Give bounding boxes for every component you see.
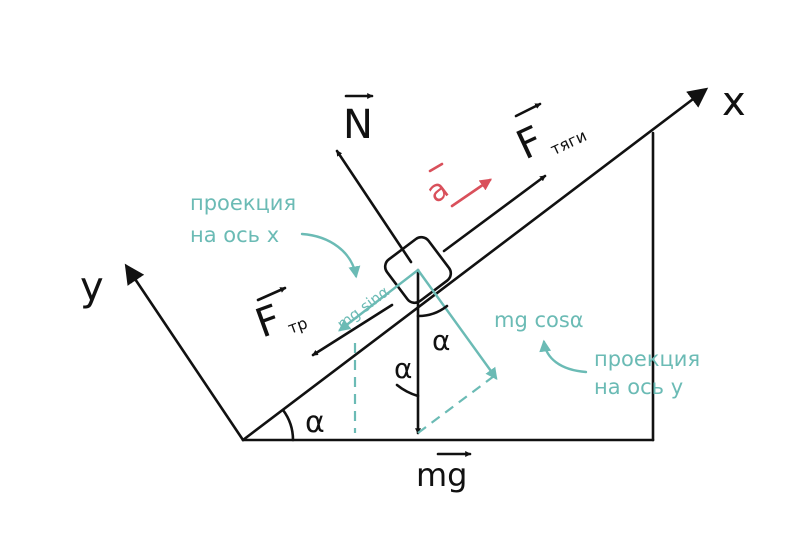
mg-cos-label: mg cosα <box>494 308 584 332</box>
traction-vector-bar <box>514 102 542 118</box>
y-axis <box>124 263 245 442</box>
friction-force-arrow <box>311 303 394 357</box>
traction-force-label: F тяги <box>510 118 590 169</box>
inner-angle-label: α <box>394 352 412 385</box>
proj-x-line1: проекция <box>190 191 296 215</box>
y-axis-label: y <box>80 264 104 310</box>
acceleration-vector-bar <box>428 162 444 173</box>
svg-text:тяги: тяги <box>547 126 589 159</box>
proj-x-line2: на ось x <box>190 223 279 247</box>
svg-text:тр: тр <box>285 313 310 338</box>
acceleration-label: a <box>420 171 456 210</box>
proj-y-line1: проекция <box>594 347 700 371</box>
gravity-label: mg <box>416 456 467 494</box>
normal-force-arrow <box>335 149 413 264</box>
mg-sin-label: mg sinα <box>334 282 393 333</box>
base-angle-label: α <box>305 405 325 440</box>
proj-y-pointer <box>539 339 588 374</box>
friction-force-label: F тр <box>250 296 310 347</box>
base-angle-arc <box>281 408 295 442</box>
mg-cos-projection <box>416 268 498 380</box>
proj-x-pointer <box>300 232 361 279</box>
acceleration-arrow <box>450 178 492 208</box>
svg-text:F: F <box>250 296 287 347</box>
dashed-projection-bottom <box>417 375 495 434</box>
x-axis-label: x <box>722 79 746 125</box>
block-angle-label: α <box>432 324 450 357</box>
friction-vector-bar <box>256 286 287 302</box>
normal-force-label: N <box>343 102 373 148</box>
block-angle-arc <box>416 304 449 318</box>
proj-y-line2: на ось y <box>594 375 683 399</box>
svg-text:F: F <box>510 118 550 169</box>
x-axis-incline <box>241 87 709 442</box>
traction-force-arrow <box>442 174 547 253</box>
inner-angle-arc <box>395 383 420 398</box>
mg-sin-projection <box>338 268 420 332</box>
